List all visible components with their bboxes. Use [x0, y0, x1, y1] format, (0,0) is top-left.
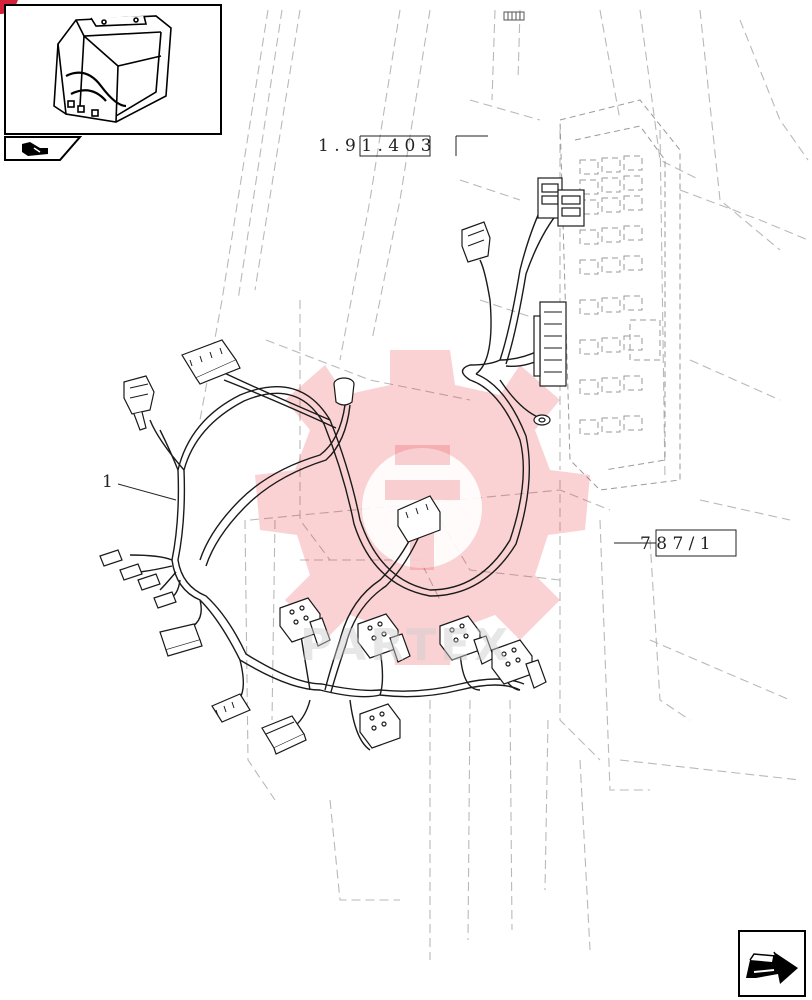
item-callout-1[interactable]: 1 — [102, 472, 113, 492]
tractor-cab-icon — [53, 15, 172, 123]
cab-phantom-lines — [199, 9, 809, 960]
watermark-text: PARTEX — [300, 620, 513, 671]
part-reference-top[interactable]: 1 . 9 1 . 4 0 3 — [318, 136, 432, 156]
fuse-box-phantom — [559, 99, 681, 491]
small-connector-top — [503, 11, 525, 21]
next-page-button[interactable] — [738, 930, 806, 997]
connector-lower-3 — [439, 615, 495, 665]
part-reference-right[interactable]: 7 8 7 / 1 — [640, 534, 711, 554]
connector-lower-1 — [279, 597, 331, 647]
connector-plug-left — [123, 375, 155, 431]
connector-round — [333, 377, 355, 406]
ring-terminal — [533, 414, 551, 426]
connectors — [99, 177, 585, 755]
connector-middle — [397, 495, 441, 543]
connector-fusebox-a — [537, 177, 585, 227]
connector-lower-2 — [357, 613, 411, 663]
connector-fusebox-b — [533, 301, 567, 387]
connector-plug-top-right — [461, 221, 491, 263]
connector-small-group — [99, 549, 177, 609]
leader-lines — [117, 135, 737, 557]
cab-thumbnail[interactable] — [4, 4, 222, 135]
next-page-arrow-icon — [746, 951, 798, 984]
hand-pointer-icon[interactable] — [4, 136, 82, 162]
connector-left-rect — [159, 623, 307, 755]
connector-lower-4 — [491, 639, 547, 689]
connector-block-top — [181, 339, 241, 385]
connector-lower-5 — [359, 703, 401, 749]
watermark-figure-icon — [385, 445, 460, 570]
